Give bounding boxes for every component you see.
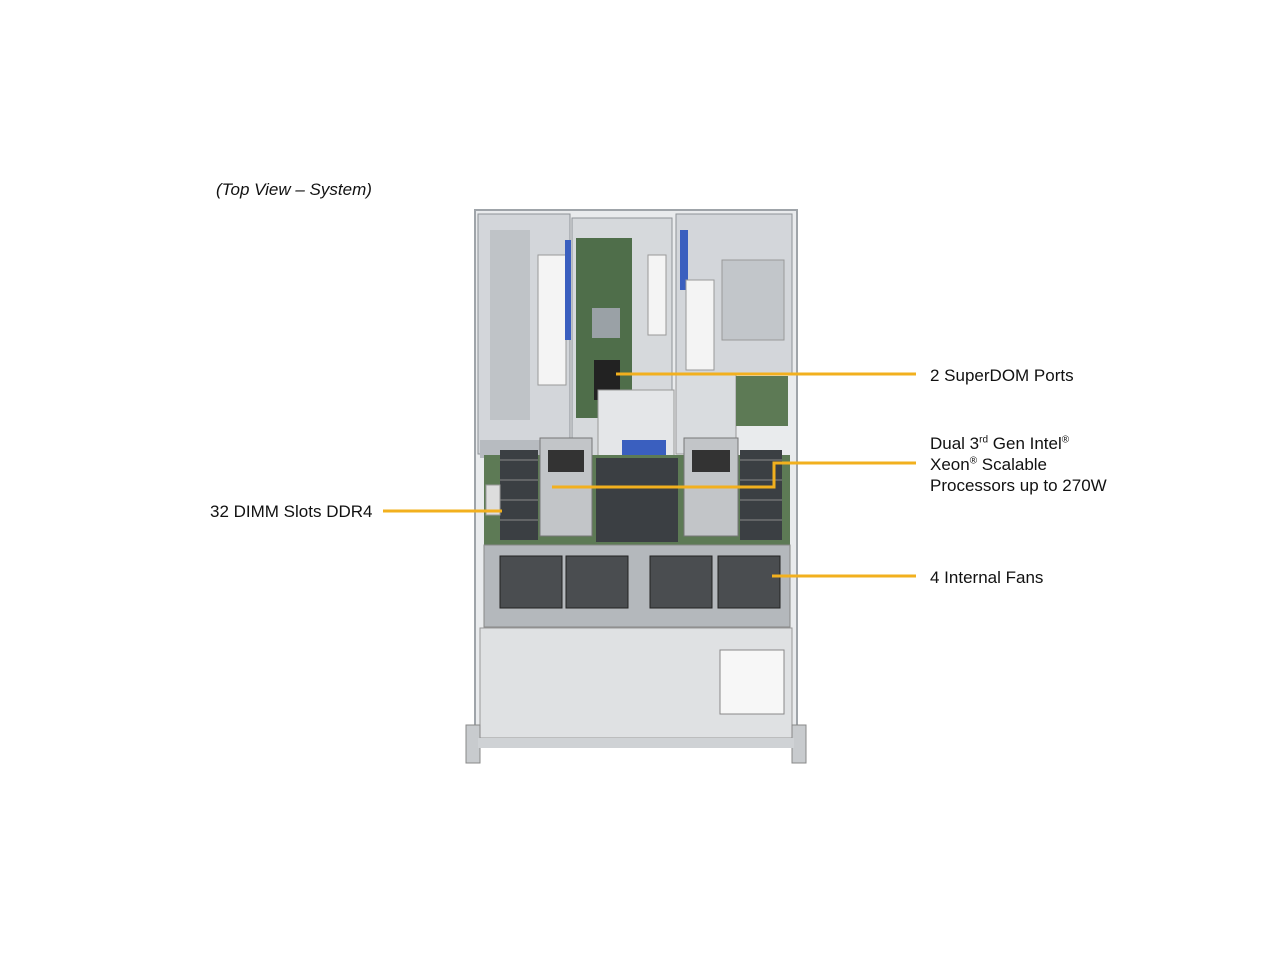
fan <box>565 555 629 609</box>
view-caption: (Top View – System) <box>216 180 372 199</box>
front-drive-bay <box>465 627 807 764</box>
cpu-callout: Dual 3rd Gen Intel® Xeon® Scalable Proce… <box>930 434 1107 495</box>
fan <box>717 555 781 609</box>
motherboard <box>484 437 790 545</box>
right-riser-cage <box>675 213 793 455</box>
fan-bay <box>483 544 791 628</box>
fans-callout: 4 Internal Fans <box>930 568 1044 587</box>
left-riser-cage <box>477 213 590 458</box>
leader-cpu <box>552 461 916 489</box>
superdom-callout: 2 SuperDOM Ports <box>930 366 1074 385</box>
dimm-callout: 32 DIMM Slots DDR4 <box>210 502 373 521</box>
fan <box>649 555 713 609</box>
center-riser <box>571 217 675 468</box>
fan <box>499 555 563 609</box>
